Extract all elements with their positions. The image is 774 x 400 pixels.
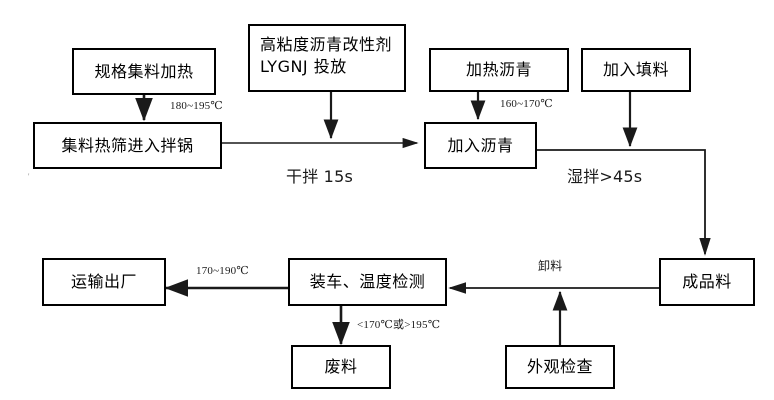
node-modifier-dosing-line1: 高粘度沥青改性剂 — [260, 35, 393, 54]
node-filler-addition-label: 加入填料 — [602, 60, 669, 79]
node-filler-addition[interactable]: 加入填料 — [581, 48, 691, 92]
node-transport-out[interactable]: 运输出厂 — [42, 258, 166, 306]
node-bitumen-heating[interactable]: 加热沥青 — [429, 48, 569, 92]
node-add-bitumen-label: 加入沥青 — [447, 135, 514, 155]
edge-label-bitumen-temp: 160~170℃ — [500, 98, 553, 110]
node-waste-material-label: 废料 — [324, 357, 358, 376]
node-finished-material-label: 成品料 — [682, 272, 732, 291]
node-loading-temp-check-label: 装车、温度检测 — [309, 272, 426, 291]
node-modifier-dosing[interactable]: 高粘度沥青改性剂 LYGNJ 投放 — [248, 24, 406, 92]
node-modifier-dosing-line2: LYGNJ 投放 — [260, 56, 347, 76]
stray-mark: ' — [28, 172, 30, 181]
node-aggregate-heating[interactable]: 规格集料加热 — [72, 48, 216, 95]
node-bitumen-heating-label: 加热沥青 — [465, 60, 532, 79]
node-waste-material[interactable]: 废料 — [291, 345, 391, 389]
node-loading-temp-check[interactable]: 装车、温度检测 — [288, 258, 447, 306]
node-visual-inspection[interactable]: 外观检查 — [505, 345, 615, 389]
edge-label-transport-temp: 170~190℃ — [196, 265, 249, 277]
node-finished-material[interactable]: 成品料 — [659, 258, 755, 306]
node-visual-inspection-label: 外观检查 — [526, 357, 593, 376]
edge-label-reject-temp: <170℃或>195℃ — [357, 319, 441, 331]
edge-label-aggregate-temp: 180~195℃ — [170, 100, 223, 112]
node-add-bitumen[interactable]: 加入沥青 — [424, 122, 537, 169]
node-hot-screen-mixer-label: 集料热筛进入拌锅 — [61, 135, 194, 155]
edge-label-dry-mix: 干拌 15s — [286, 167, 353, 186]
edge-label-wet-mix: 湿拌>45s — [567, 167, 643, 186]
edge-label-discharge: 卸料 — [538, 259, 563, 273]
node-transport-out-label: 运输出厂 — [70, 272, 137, 291]
node-hot-screen-mixer[interactable]: 集料热筛进入拌锅 — [33, 122, 222, 169]
node-aggregate-heating-label: 规格集料加热 — [94, 61, 194, 81]
